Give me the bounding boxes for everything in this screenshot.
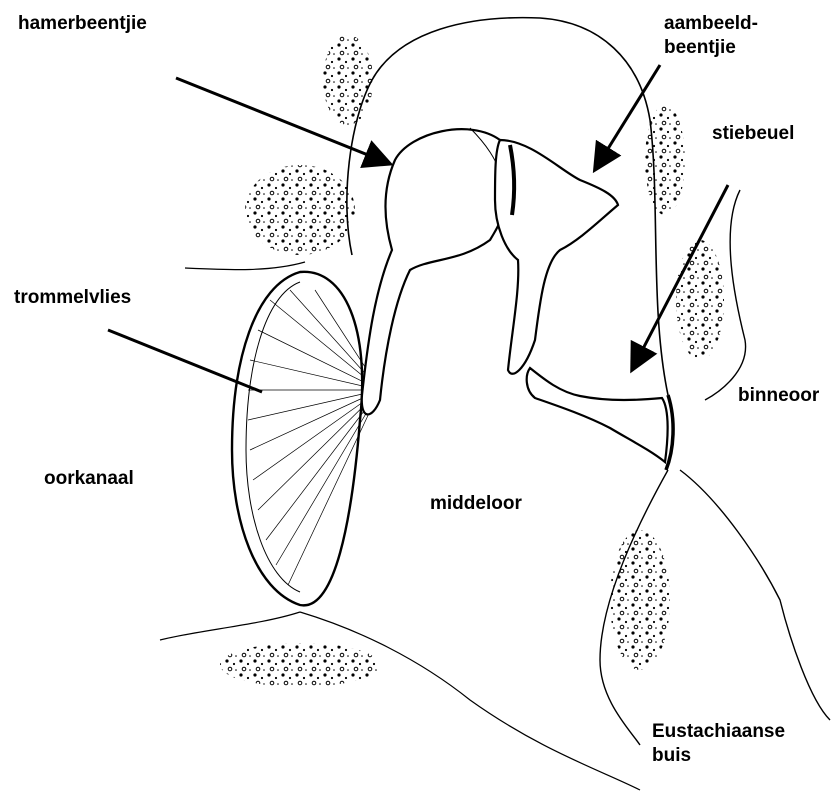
label-stiebeuel: stiebeuel bbox=[712, 122, 794, 146]
label-eustachiaanse-buis: Eustachiaanse buis bbox=[652, 720, 785, 768]
canal-floor-line bbox=[160, 612, 300, 640]
malleus bbox=[362, 129, 513, 414]
tympanic-membrane bbox=[232, 272, 380, 606]
label-hamerbeentjie: hamerbeentjie bbox=[18, 12, 147, 36]
label-aambeeld-beentjie: aambeeld- beentjie bbox=[664, 12, 758, 60]
label-trommelvlies: trommelvlies bbox=[14, 286, 131, 310]
label-oorkanaal: oorkanaal bbox=[44, 467, 134, 491]
arrow-trommelvlies bbox=[108, 330, 262, 392]
canal-roof-line bbox=[185, 262, 305, 270]
label-aambeeld-line2: beentjie bbox=[664, 36, 758, 60]
lower-bone-outline bbox=[300, 612, 640, 790]
eustachian-tube-wall-right bbox=[680, 470, 830, 720]
label-aambeeld-line1: aambeeld- bbox=[664, 12, 758, 36]
label-eustachiaanse-line2: buis bbox=[652, 744, 785, 768]
label-eustachiaanse-line1: Eustachiaanse bbox=[652, 720, 785, 744]
stapes bbox=[527, 368, 668, 462]
label-middeloor: middeloor bbox=[430, 492, 522, 516]
label-binneoor: binneoor bbox=[738, 384, 819, 408]
